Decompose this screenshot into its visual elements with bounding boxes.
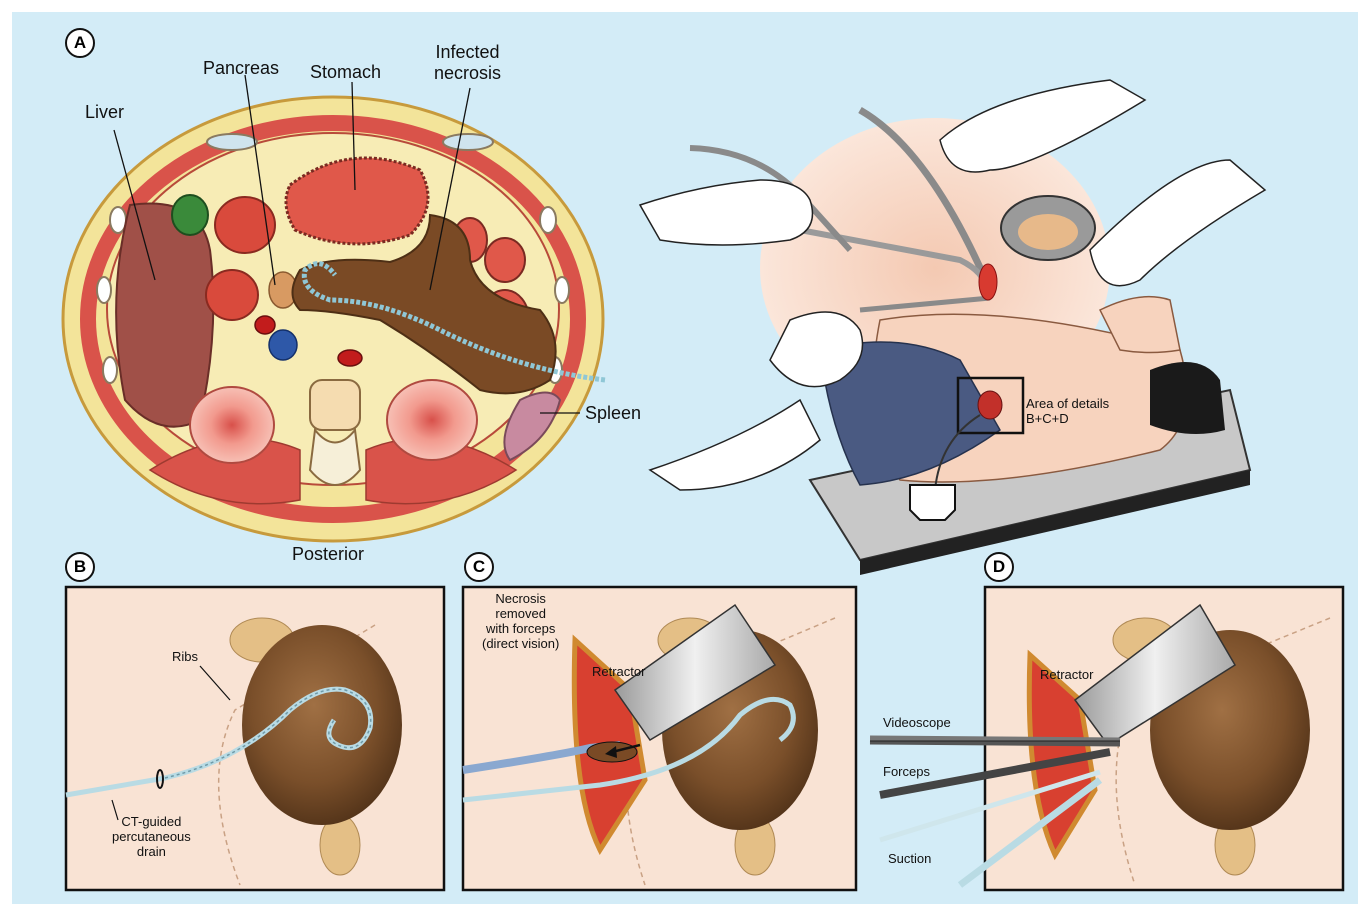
label-necrosis: necrosis — [434, 63, 501, 84]
aorta — [255, 316, 275, 334]
label-removed-line-2: removed — [482, 607, 559, 622]
panel-b-necrosis — [242, 625, 402, 825]
label-ct-guided-drain: CT-guided percutaneous drain — [112, 815, 191, 860]
panel-a-letter: A — [65, 28, 95, 58]
label-infected-necrosis: Infected necrosis — [434, 42, 501, 83]
panel-c-letter: C — [464, 552, 494, 582]
right-kidney — [387, 380, 477, 460]
gallbladder — [172, 195, 208, 235]
label-area-line-1: Area of details — [1026, 397, 1109, 412]
liver — [116, 203, 213, 426]
panel-b-letter: B — [65, 552, 95, 582]
left-kidney — [190, 387, 274, 463]
label-drain-line-1: CT-guided — [112, 815, 191, 830]
glove-hand-3 — [1090, 160, 1265, 286]
label-ribs: Ribs — [172, 650, 198, 665]
label-area-line-2: B+C+D — [1026, 412, 1109, 427]
glove-hand-1 — [640, 180, 813, 245]
label-necrosis-removed: Necrosis removed with forceps (direct vi… — [482, 592, 559, 652]
label-removed-line-3: with forceps — [482, 622, 559, 637]
label-forceps: Forceps — [883, 765, 930, 780]
label-suction: Suction — [888, 852, 931, 867]
bowel — [206, 270, 258, 320]
label-liver: Liver — [85, 102, 124, 123]
panel-d-illustration — [870, 587, 1343, 890]
renal-vessel — [338, 350, 362, 366]
label-posterior: Posterior — [292, 544, 364, 565]
label-drain-line-2: percutaneous — [112, 830, 191, 845]
label-spleen: Spleen — [585, 403, 641, 424]
incision-site — [979, 264, 997, 300]
label-area-of-details: Area of details B+C+D — [1026, 397, 1109, 427]
surgical-scene — [640, 80, 1265, 575]
drain-bag — [910, 485, 955, 520]
glove-hand-5 — [650, 400, 820, 490]
label-stomach: Stomach — [310, 62, 381, 83]
label-retractor-c: Retractor — [592, 665, 645, 680]
panel-d-letter: D — [984, 552, 1014, 582]
label-infected: Infected — [434, 42, 501, 63]
label-pancreas: Pancreas — [203, 58, 279, 79]
vena-cava — [269, 330, 297, 360]
label-retractor-d: Retractor — [1040, 668, 1093, 683]
gauze-bowl-inner — [1018, 214, 1078, 250]
patient-head — [1150, 362, 1225, 434]
label-drain-line-3: drain — [112, 845, 191, 860]
cross-section-diagram — [63, 97, 605, 541]
label-removed-line-4: (direct vision) — [482, 637, 559, 652]
label-removed-line-1: Necrosis — [482, 592, 559, 607]
area-detail-wound — [978, 391, 1002, 419]
panel-d-videoscope — [870, 740, 1120, 742]
vertebral-body — [310, 380, 360, 430]
label-videoscope: Videoscope — [883, 716, 951, 731]
